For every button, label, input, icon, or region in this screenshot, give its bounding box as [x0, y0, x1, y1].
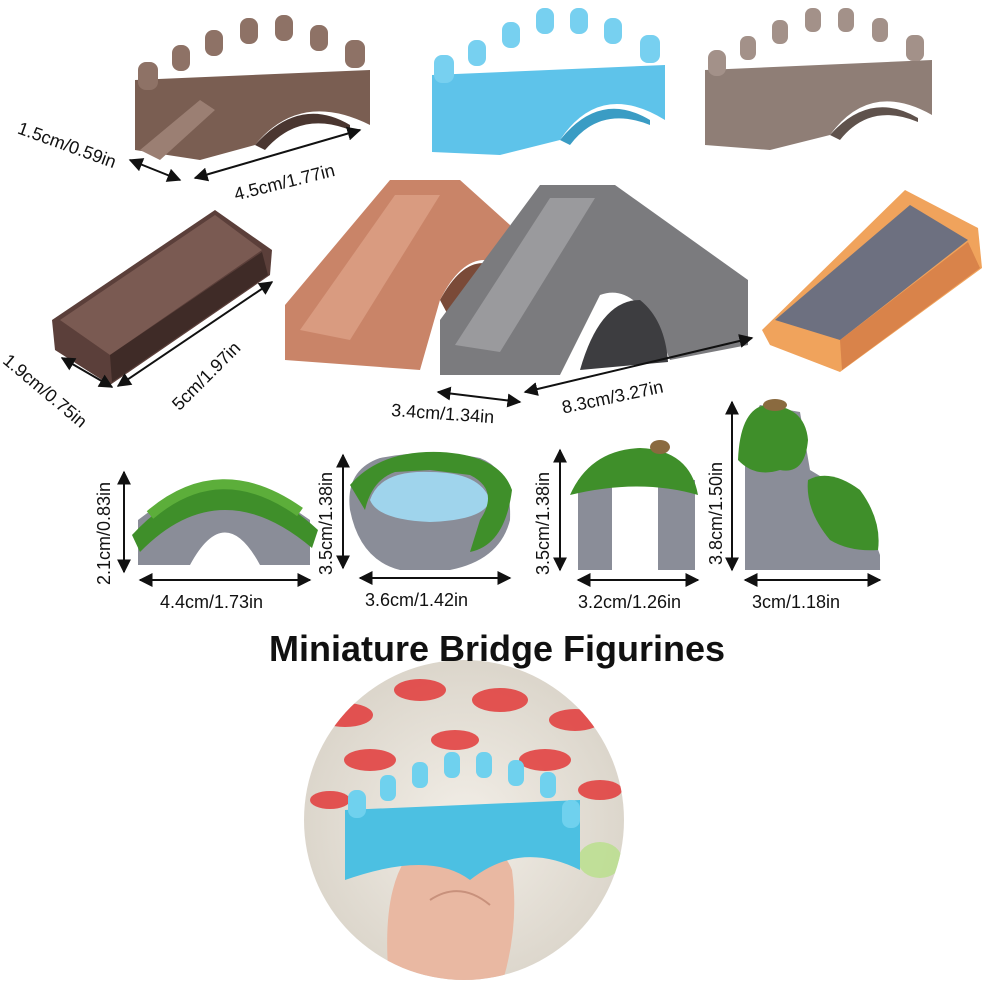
bridge-taupe [705, 8, 932, 150]
dim-label-arch-bird-width: 3.2cm/1.26in [578, 592, 682, 612]
dim-label-cliff-width: 3cm/1.18in [752, 592, 841, 612]
pond-figurine [349, 451, 512, 570]
arch-figurine [570, 440, 698, 570]
bridge-orange [762, 190, 982, 372]
bridge-blue [432, 8, 665, 155]
dim-label-arch-moss-width: 4.4cm/1.73in [160, 592, 264, 612]
dim-label-arch-bird-height: 3.5cm/1.38in [533, 471, 553, 575]
cliff-figurine [738, 399, 880, 570]
dimension-arrows [60, 126, 882, 587]
dim-label-pond-width: 3.6cm/1.42in [365, 590, 469, 610]
dim-label-pond-height: 3.5cm/1.38in [316, 471, 336, 575]
bridge-moss [132, 479, 318, 565]
dim-label-arch-moss-height: 2.1cm/0.83in [94, 481, 114, 585]
page-title: Miniature Bridge Figurines [268, 628, 726, 669]
bridge-dark-brown [52, 210, 272, 385]
hand-photo [304, 660, 624, 980]
dim-label-cliff-height: 3.8cm/1.50in [706, 461, 726, 565]
